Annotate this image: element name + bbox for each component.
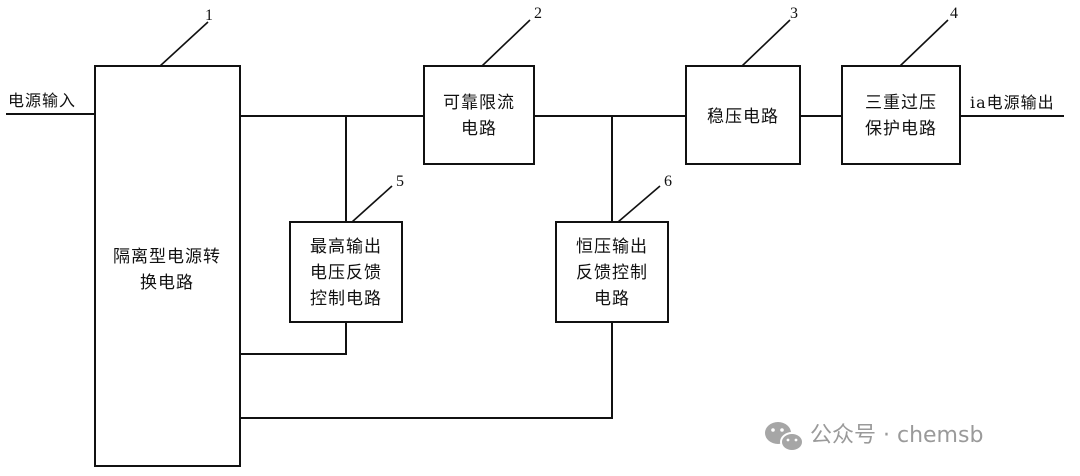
block-2-label-line-2: 电路 <box>461 119 497 139</box>
block-4-label-line-2: 保护电路 <box>865 119 937 139</box>
leader-4 <box>899 19 949 67</box>
block-isolated-power-converter <box>94 65 241 467</box>
block-2-label-line-1: 可靠限流 <box>443 93 515 113</box>
block-3-label: 稳压电路 <box>707 107 779 127</box>
block-5-number: 5 <box>396 173 404 190</box>
leader-3 <box>741 19 791 67</box>
block-1-label-line-1: 隔离型电源转 <box>113 247 221 267</box>
block-1-number: 1 <box>205 7 213 24</box>
leader-5 <box>351 185 393 223</box>
block-2-number: 2 <box>534 5 542 22</box>
block-5-label-line-2: 电压反馈 <box>310 263 382 283</box>
block-4-number: 4 <box>950 5 958 22</box>
watermark-text: 公众号 · chemsb <box>810 423 983 448</box>
output-label: ia电源输出 <box>970 93 1055 112</box>
block-3-number: 3 <box>790 5 798 22</box>
leader-6 <box>617 185 661 223</box>
block-constant-voltage-feedback <box>555 221 669 323</box>
feedback-wire-5 <box>240 322 347 355</box>
block-voltage-regulator <box>685 65 801 165</box>
leader-1 <box>159 21 209 67</box>
block-5-label-line-3: 控制电路 <box>310 289 382 309</box>
input-label: 电源输入 <box>8 91 76 110</box>
block-current-limit <box>423 65 535 165</box>
block-6-label-line-2: 反馈控制 <box>576 263 648 283</box>
feedback-wire-6 <box>240 322 613 419</box>
block-overvoltage-protection <box>841 65 961 165</box>
block-4-label-line-1: 三重过压 <box>865 93 937 113</box>
block-1-label-line-2: 换电路 <box>140 273 194 293</box>
block-max-voltage-feedback <box>289 221 403 323</box>
block-6-label-line-1: 恒压输出 <box>576 237 648 257</box>
block-6-label-line-3: 电路 <box>594 289 630 309</box>
block-5-label-line-1: 最高输出 <box>310 237 382 257</box>
block-6-number: 6 <box>664 173 672 190</box>
leader-2 <box>481 19 531 67</box>
wechat-icon <box>765 422 804 452</box>
